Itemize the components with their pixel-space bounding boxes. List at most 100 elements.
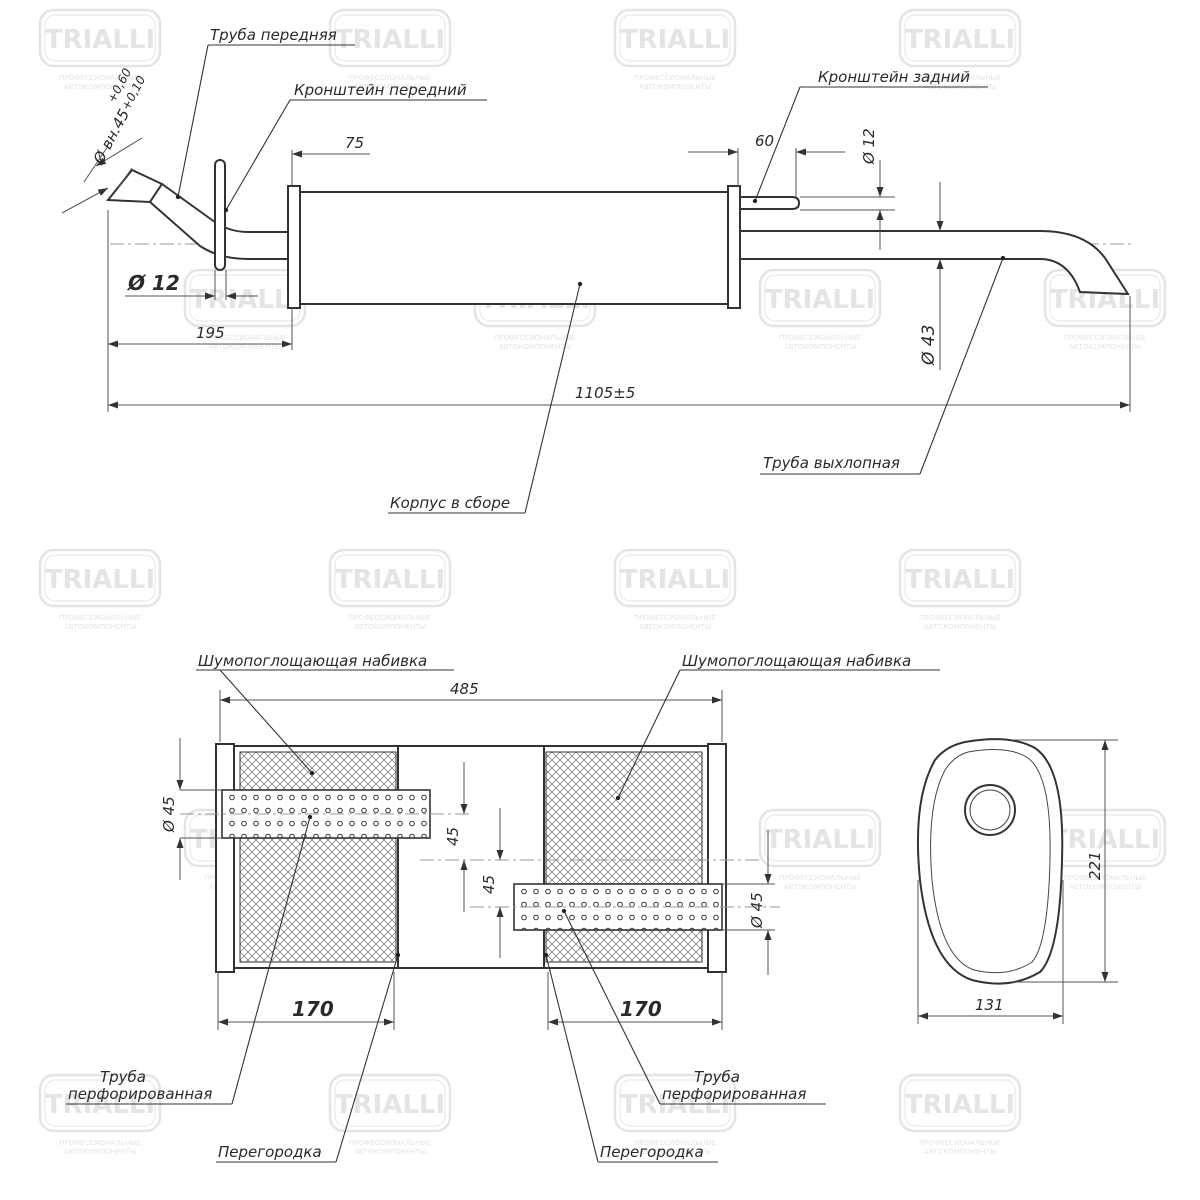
watermark-tagline: ПРОФЕССИОНАЛЬНЫЕ <box>1064 334 1146 342</box>
section-right-cap <box>707 743 727 973</box>
watermark-tagline: ПРОФЕССИОНАЛЬНЫЕ <box>919 1139 1001 1147</box>
dim-total-length: 1105±5 <box>575 384 635 402</box>
label-perf-pipe-left-2: перфорированная <box>68 1085 212 1103</box>
watermark-tagline: АВТОКОМПОНЕНТЫ <box>924 1148 996 1156</box>
dim-front-offset: 75 <box>345 134 364 152</box>
watermark-tagline: АВТОКОМПОНЕНТЫ <box>354 623 426 631</box>
watermark-tagline: АВТОКОМПОНЕНТЫ <box>784 343 856 351</box>
packing-left <box>239 751 397 963</box>
dim-inlet-length: 195 <box>196 324 225 342</box>
watermark-tagline: ПРОФЕССИОНАЛЬНЫЕ <box>59 1139 141 1147</box>
dim-end-width: 131 <box>975 996 1004 1014</box>
front-flange <box>287 185 301 309</box>
watermark-tagline: АВТОКОМПОНЕНТЫ <box>784 883 856 891</box>
top-view: 75 60 Ø 12 Ø 43 Ø 12 195 1105±5 <box>61 26 1135 514</box>
end-view: 221 131 <box>916 738 1118 1024</box>
watermark-tagline: ПРОФЕССИОНАЛЬНЫЕ <box>634 74 716 82</box>
watermark-tagline: ПРОФЕССИОНАЛЬНЫЕ <box>349 1139 431 1147</box>
watermark-tagline: ПРОФЕССИОНАЛЬНЫЕ <box>204 334 286 342</box>
dim-offset-2: 45 <box>480 875 498 894</box>
muffler-body <box>299 191 729 305</box>
dim-chamber-right: 170 <box>620 997 662 1021</box>
dim-body-length: 485 <box>450 680 479 698</box>
exhaust-pipe <box>739 230 1130 296</box>
watermark-brand: TRIALLI <box>45 25 155 55</box>
watermark-tagline: АВТОКОМПОНЕНТЫ <box>639 623 711 631</box>
label-baffle-left: Перегородка <box>218 1143 322 1161</box>
watermark-brand: TRIALLI <box>335 25 445 55</box>
watermark-tagline: АВТОКОМПОНЕНТЫ <box>639 83 711 91</box>
watermark-tagline: ПРОФЕССИОНАЛЬНЫЕ <box>779 874 861 882</box>
watermark-brand: TRIALLI <box>905 1090 1015 1120</box>
watermark-brand: TRIALLI <box>335 1090 445 1120</box>
end-outer <box>916 738 1064 985</box>
watermark-brand: TRIALLI <box>45 1090 155 1120</box>
watermark-tagline: АВТОКОМПОНЕНТЫ <box>639 1148 711 1156</box>
watermark-tagline: АВТОКОМПОНЕНТЫ <box>499 343 571 351</box>
end-inner <box>930 749 1051 974</box>
watermark-tagline: ПРОФЕССИОНАЛЬНЫЕ <box>494 334 576 342</box>
watermark-brand: TRIALLI <box>335 565 445 595</box>
watermark-tagline: ПРОФЕССИОНАЛЬНЫЕ <box>349 614 431 622</box>
watermark-brand: TRIALLI <box>905 25 1015 55</box>
watermark-tagline: ПРОФЕССИОНАЛЬНЫЕ <box>919 74 1001 82</box>
label-packing-left: Шумопоглощающая набивка <box>198 652 427 670</box>
watermark-tagline: ПРОФЕССИОНАЛЬНЫЕ <box>919 614 1001 622</box>
watermark-brand: TRIALLI <box>905 565 1015 595</box>
watermark-tagline: АВТОКОМПОНЕНТЫ <box>354 1148 426 1156</box>
label-body-assembly: Корпус в сборе <box>390 494 510 512</box>
front-bracket <box>214 159 226 271</box>
label-perf-pipe-left-1: Труба <box>100 1068 146 1086</box>
watermark-tagline: АВТОКОМПОНЕНТЫ <box>924 623 996 631</box>
dim-end-height: 221 <box>1086 851 1104 880</box>
watermark-brand: TRIALLI <box>190 285 300 315</box>
label-exhaust-pipe: Труба выхлопная <box>763 454 900 472</box>
dim-inlet-diameter: Ø вн.45 <box>89 106 133 167</box>
dim-pipe-right-diameter: Ø 45 <box>748 892 766 929</box>
watermark-brand: TRIALLI <box>620 25 730 55</box>
watermark-brand: TRIALLI <box>620 565 730 595</box>
rear-bracket <box>739 196 801 210</box>
dim-chamber-left: 170 <box>292 997 334 1021</box>
watermark-brand: TRIALLI <box>45 565 155 595</box>
watermark-tagline: ПРОФЕССИОНАЛЬНЫЕ <box>59 74 141 82</box>
end-outlet-outer <box>964 784 1016 836</box>
label-rear-bracket: Кронштейн задний <box>818 68 970 86</box>
watermark-tagline: ПРОФЕССИОНАЛЬНЫЕ <box>779 334 861 342</box>
label-packing-right: Шумопоглощающая набивка <box>682 652 911 670</box>
dim-offset-1: 45 <box>444 827 462 846</box>
watermark-tagline: АВТОКОМПОНЕНТЫ <box>64 1148 136 1156</box>
watermark-tagline: АВТОКОМПОНЕНТЫ <box>64 623 136 631</box>
dim-exhaust-diameter: Ø 43 <box>919 325 939 366</box>
rear-flange <box>727 185 741 309</box>
watermark-tagline: ПРОФЕССИОНАЛЬНЫЕ <box>634 1139 716 1147</box>
section-left-cap <box>215 743 235 973</box>
watermark-tagline: ПРОФЕССИОНАЛЬНЫЕ <box>59 614 141 622</box>
section-view: 485 170 170 Ø 45 Ø 45 45 45 Шу <box>66 652 940 1163</box>
label-front-pipe: Труба передняя <box>210 26 337 44</box>
watermark-brand: TRIALLI <box>765 825 875 855</box>
dim-pipe-left-diameter: Ø 45 <box>160 796 178 833</box>
watermark-brand: TRIALLI <box>765 285 875 315</box>
dim-rear-pin-diameter: Ø 12 <box>860 128 878 165</box>
dim-rear-offset: 60 <box>755 132 774 150</box>
watermark-tagline: АВТОКОМПОНЕНТЫ <box>64 83 136 91</box>
watermark-tagline: АВТОКОМПОНЕНТЫ <box>1069 343 1141 351</box>
watermark-tagline: ПРОФЕССИОНАЛЬНЫЕ <box>634 614 716 622</box>
end-outlet-inner <box>969 789 1011 831</box>
label-perf-pipe-right-2: перфорированная <box>662 1085 806 1103</box>
watermark-tagline: АВТОКОМПОНЕНТЫ <box>354 83 426 91</box>
watermark-layer: TRIALLIПРОФЕССИОНАЛЬНЫЕАВТОКОМПОНЕНТЫTRI… <box>38 8 1167 1156</box>
